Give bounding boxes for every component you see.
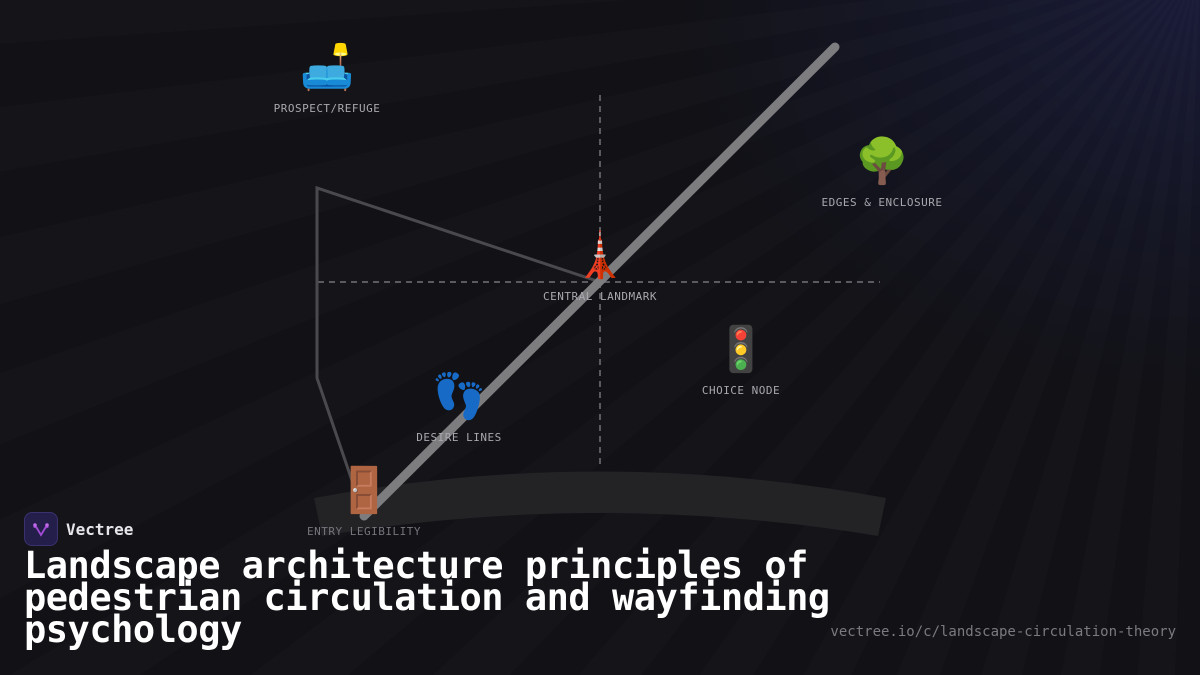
tree-icon: 🌳 xyxy=(854,136,910,187)
node-label: DESIRE LINES xyxy=(416,431,502,444)
main-desire-path xyxy=(359,42,840,521)
vectree-logo-icon xyxy=(24,512,58,546)
node-choice-node: 🚦 CHOICE NODE xyxy=(701,324,781,398)
node-central-landmark: 🗼 CENTRAL LANDMARK xyxy=(543,230,657,304)
node-label: CENTRAL LANDMARK xyxy=(543,290,657,303)
door-icon: 🚪 xyxy=(336,465,392,516)
tower-icon: 🗼 xyxy=(572,230,628,281)
traffic-light-icon: 🚦 xyxy=(713,324,769,375)
brand: Vectree xyxy=(24,512,133,546)
node-label: ENTRY LEGIBILITY xyxy=(307,525,421,538)
couch-and-lamp-icon: 🛋️ xyxy=(299,42,355,93)
boundary-path xyxy=(315,185,601,511)
node-prospect-refuge: 🛋️ PROSPECT/REFUGE xyxy=(273,42,381,116)
node-entry-legibility: 🚪 ENTRY LEGIBILITY xyxy=(307,465,421,539)
node-label: CHOICE NODE xyxy=(701,384,781,397)
brand-name: Vectree xyxy=(66,519,134,539)
node-label: PROSPECT/REFUGE xyxy=(273,102,381,115)
source-url: vectree.io/c/landscape-circulation-theor… xyxy=(830,624,1176,640)
footprints-icon: 👣 xyxy=(431,371,487,422)
node-desire-lines: 👣 DESIRE LINES xyxy=(416,371,502,445)
node-label: EDGES & ENCLOSURE xyxy=(821,196,943,209)
entry-plaza-arc xyxy=(314,471,886,536)
node-edges-enclosure: 🌳 EDGES & ENCLOSURE xyxy=(821,136,943,210)
page-title: Landscape architecture principles of ped… xyxy=(24,544,830,651)
